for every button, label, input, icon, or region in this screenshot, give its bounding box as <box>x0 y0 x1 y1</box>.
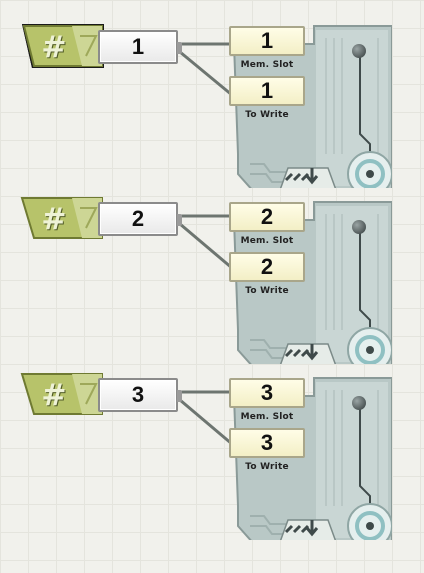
memory-slot-field[interactable]: 3 <box>229 378 305 408</box>
block-row-1: # 1 1 M <box>0 18 424 194</box>
memory-slot-field[interactable]: 1 <box>229 26 305 56</box>
number-block[interactable]: # 2 <box>16 194 184 246</box>
memory-slot-field[interactable]: 2 <box>229 202 305 232</box>
number-block[interactable]: # 1 <box>16 22 184 74</box>
number-block-tab <box>16 22 108 74</box>
memory-slot-label: Mem. Slot <box>240 236 294 246</box>
number-value-field[interactable]: 2 <box>98 202 182 236</box>
hash-icon: # <box>41 30 67 65</box>
memory-panel <box>230 376 392 540</box>
memory-write-icon <box>284 344 319 361</box>
value-to-write-field[interactable]: 2 <box>229 252 305 282</box>
number-value-field[interactable]: 1 <box>98 30 182 64</box>
memory-write-block[interactable]: 3 Mem. Slot 3 To Write <box>224 370 400 546</box>
memory-slot-label: Mem. Slot <box>240 60 294 70</box>
memory-slot-label: Mem. Slot <box>240 412 294 422</box>
hash-icon: # <box>41 378 67 413</box>
block-row-2: # 2 2 M <box>0 194 424 370</box>
number-value-field[interactable]: 3 <box>98 378 182 412</box>
value-to-write-field[interactable]: 3 <box>229 428 305 458</box>
memory-write-icon <box>284 168 319 185</box>
memory-write-icon <box>284 520 319 537</box>
slider-knob-icon[interactable] <box>352 396 366 410</box>
value-to-write-label: To Write <box>245 286 289 296</box>
value-to-write-label: To Write <box>245 462 289 472</box>
block-row-3: # 3 3 M <box>0 370 424 546</box>
number-block[interactable]: # 3 <box>16 370 184 422</box>
value-to-write-field[interactable]: 1 <box>229 76 305 106</box>
memory-panel <box>230 24 392 188</box>
hash-icon: # <box>41 202 67 237</box>
number-block-tab <box>16 370 108 422</box>
slider-knob-icon[interactable] <box>352 44 366 58</box>
number-block-tab <box>16 194 108 246</box>
slider-knob-icon[interactable] <box>352 220 366 234</box>
value-to-write-label: To Write <box>245 110 289 120</box>
memory-write-block[interactable]: 1 Mem. Slot 1 To Write <box>224 18 400 194</box>
memory-write-block[interactable]: 2 Mem. Slot 2 To Write <box>224 194 400 370</box>
memory-panel <box>230 200 392 364</box>
